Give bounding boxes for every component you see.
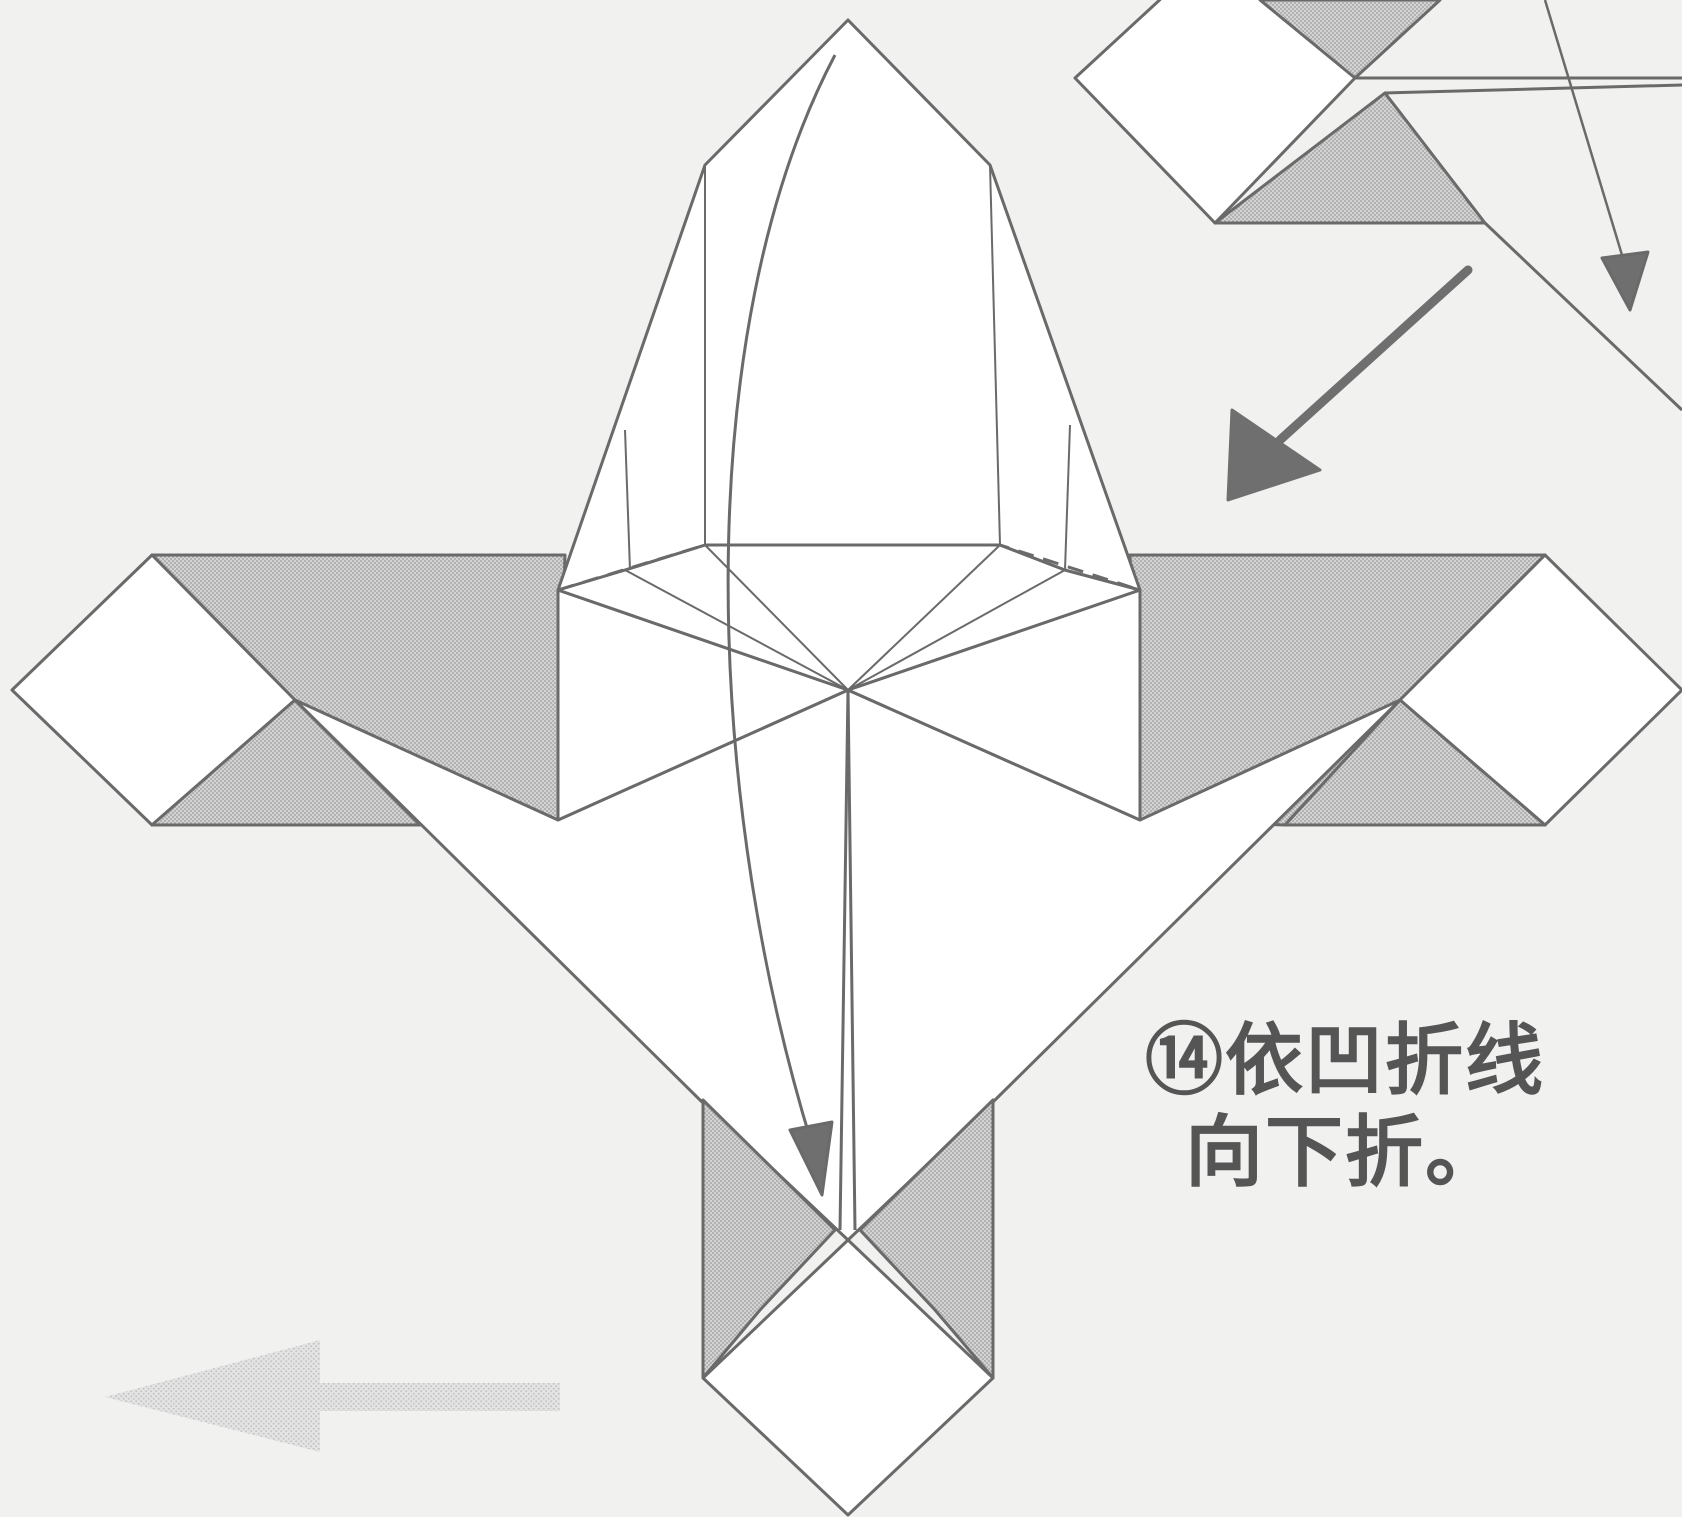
valley-fold-line [557, 543, 1141, 592]
top-right-long-edge-2 [1384, 83, 1682, 95]
previous-step-model [1073, 0, 1682, 412]
faded-left-arrow-icon [105, 1340, 560, 1452]
top-right-crease-arrow-line [1543, 0, 1627, 266]
direction-arrow-line [1275, 265, 1473, 445]
top-right-lower-shaded-flap [1213, 91, 1487, 225]
upper-body-head [556, 18, 1142, 592]
fold-down-arrow-icon [788, 1120, 834, 1197]
tail-diamond [701, 1238, 995, 1517]
fold-arrow-curve [726, 54, 837, 1171]
step-instruction: ⑭依凹折线 向下折。 [1085, 1015, 1605, 1199]
instruction-text-1: 依凹折线 [1225, 1016, 1546, 1106]
tail-section [701, 1098, 995, 1517]
instruction-line-2: 向下折。 [1184, 1108, 1505, 1198]
right-wing-lower-shaded-flap [1283, 698, 1547, 827]
top-right-diagonal-edge [1483, 221, 1682, 412]
top-right-shaded-flap [1258, 0, 1442, 80]
right-wing [1128, 553, 1682, 827]
direction-arrow-icon [1226, 408, 1322, 502]
instruction-line-1: ⑭依凹折线 [1085, 1015, 1605, 1107]
step-number: ⑭ [1144, 1016, 1225, 1106]
fold-down-arrow-icon [1600, 250, 1650, 312]
center-creases [838, 689, 857, 1231]
